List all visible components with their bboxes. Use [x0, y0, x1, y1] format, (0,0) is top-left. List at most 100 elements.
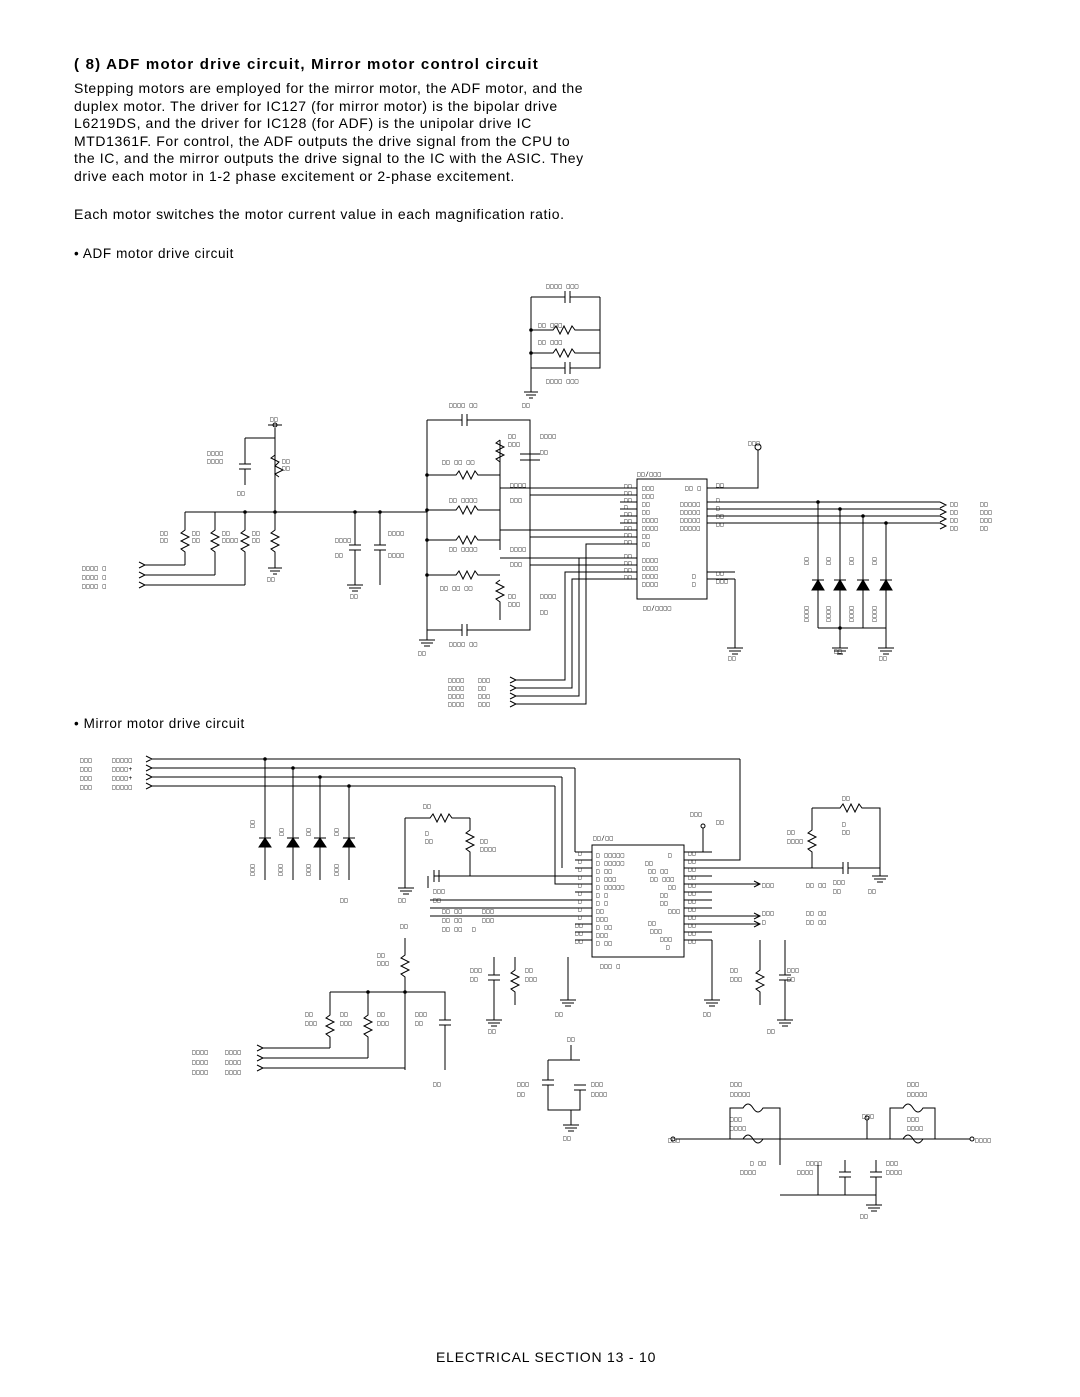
svg-text:□□: □□ [660, 892, 668, 899]
svg-text:□□: □□ [249, 820, 256, 828]
svg-text:□□□□: □□□□ [886, 1169, 902, 1176]
svg-text:□: □ [578, 858, 582, 865]
svg-text:□□□: □□□ [642, 485, 654, 492]
svg-text:□□□: □□□ [517, 1081, 529, 1088]
svg-text:□□: □□ [278, 828, 285, 836]
svg-text:□□□: □□□ [730, 976, 742, 983]
svg-text:□□□: □□□ [478, 693, 490, 700]
svg-text:□□: □□ [728, 655, 736, 662]
svg-text:□: □ [578, 914, 582, 921]
svg-text:□□: □□ [624, 497, 632, 504]
svg-text:□□□: □□□ [277, 864, 284, 876]
svg-text:□□□: □□□ [305, 1020, 317, 1027]
svg-text:□□: □□ [418, 650, 426, 657]
svg-text:□□: □□ [377, 952, 385, 959]
svg-text:□□□: □□□ [642, 493, 654, 500]
svg-text:□□: □□ [624, 518, 632, 525]
svg-text:□□: □□ [688, 850, 696, 857]
svg-text:□□□: □□□ [305, 864, 312, 876]
svg-text:□□ □□□: □□ □□□ [538, 322, 563, 329]
svg-text:□□: □□ [192, 530, 200, 537]
svg-text:□: □ [716, 505, 720, 512]
mirror-driver-ic [591, 844, 685, 958]
svg-text:□□ □: □□ □ [685, 485, 701, 492]
svg-text:□□□: □□□ [980, 517, 992, 524]
svg-text:□: □ [425, 830, 429, 837]
svg-text:□□ □□□: □□ □□□ [650, 876, 675, 883]
svg-text:□: □ [624, 504, 628, 511]
svg-text:□□□□□: □□□□□ [112, 757, 133, 764]
svg-text:□□: □□ [688, 922, 696, 929]
svg-text:□□: □□ [398, 897, 406, 904]
svg-text:□□□□: □□□□ [335, 537, 351, 544]
svg-text:□□: □□ [340, 1011, 348, 1018]
svg-text:□□: □□ [192, 537, 200, 544]
svg-text:□□: □□ [624, 567, 632, 574]
svg-text:□□□□: □□□□ [540, 593, 556, 600]
svg-text:□□□: □□□ [470, 967, 482, 974]
svg-text:□□: □□ [624, 553, 632, 560]
svg-text:□□: □□ [433, 897, 441, 904]
svg-text:□□: □□ [575, 922, 583, 929]
svg-text:□□□: □□□ [415, 1011, 427, 1018]
svg-text:□□□: □□□ [510, 561, 522, 568]
svg-text:□□: □□ [688, 938, 696, 945]
svg-text:□□□: □□□ [80, 784, 92, 791]
svg-text:□□□□: □□□□ [825, 606, 832, 622]
svg-text:□□: □□ [980, 501, 988, 508]
svg-text:□□□: □□□ [980, 509, 992, 516]
svg-text:□□□: □□□ [525, 976, 537, 983]
svg-text:□□□: □□□ [508, 441, 520, 448]
svg-text:□: □ [692, 573, 696, 580]
svg-text:□□□□□: □□□□□ [907, 1091, 928, 1098]
svg-text:□□: □□ [648, 920, 656, 927]
svg-text:□□: □□ [660, 900, 668, 907]
svg-text:□: □ [762, 919, 766, 926]
svg-text:□□□□: □□□□ [975, 1137, 991, 1144]
svg-text:□□: □□ [333, 828, 340, 836]
svg-text:□□: □□ [668, 884, 676, 891]
svg-text:□□: □□ [267, 576, 275, 583]
svg-text:□□: □□ [222, 530, 230, 537]
svg-text:□ □□□: □ □□□ [596, 876, 617, 883]
svg-text:□□□□: □□□□ [642, 525, 658, 532]
svg-text:□□□□: □□□□ [642, 557, 658, 564]
svg-text:□□□: □□□ [762, 910, 774, 917]
svg-text:□□□□ □□: □□□□ □□ [449, 641, 478, 648]
svg-text:□□□□: □□□□ [510, 546, 526, 553]
svg-text:□□□: □□□ [833, 879, 845, 886]
svg-text:□□□□ □□□: □□□□ □□□ [546, 283, 579, 290]
svg-text:□□□□: □□□□ [730, 1125, 746, 1132]
svg-text:□□□□: □□□□ [806, 1160, 822, 1167]
svg-text:□□: □□ [522, 402, 530, 409]
svg-text:□□: □□ [642, 509, 650, 516]
svg-text:□ □□□□□: □ □□□□□ [596, 884, 625, 891]
svg-text:□□: □□ [567, 1036, 575, 1043]
svg-text:□□: □□ [703, 1011, 711, 1018]
svg-text:□□ □□□□: □□ □□□□ [449, 546, 478, 553]
svg-text:□□: □□ [252, 537, 260, 544]
svg-text:□□□: □□□ [596, 916, 608, 923]
svg-text:□□: □□ [350, 593, 358, 600]
svg-text:□□: □□ [540, 609, 548, 616]
svg-text:□□□□: □□□□ [642, 573, 658, 580]
svg-text:□□/□□□□: □□/□□□□ [643, 605, 672, 612]
svg-text:□□ □□: □□ □□ [806, 882, 827, 889]
svg-text:□□ □□ □□: □□ □□ □□ [440, 585, 473, 592]
svg-text:□□□: □□□ [80, 775, 92, 782]
svg-text:□□□□: □□□□ [222, 537, 238, 544]
svg-text:□□: □□ [834, 648, 842, 655]
svg-text:□□ □□: □□ □□ [806, 910, 827, 917]
svg-text:□□: □□ [803, 557, 810, 565]
svg-text:□□: □□ [716, 513, 724, 520]
svg-text:□ □□: □ □□ [596, 924, 612, 931]
svg-text:□□□ □: □□□ □ [600, 963, 621, 970]
svg-text:□□: □□ [540, 449, 548, 456]
svg-text:□□□□: □□□□ [510, 482, 526, 489]
svg-text:□□: □□ [575, 938, 583, 945]
svg-text:□□□: □□□ [730, 1116, 742, 1123]
svg-text:□: □ [716, 497, 720, 504]
section-heading: ( 8) ADF motor drive circuit, Mirror mot… [74, 56, 539, 73]
svg-text:□□: □□ [252, 530, 260, 537]
